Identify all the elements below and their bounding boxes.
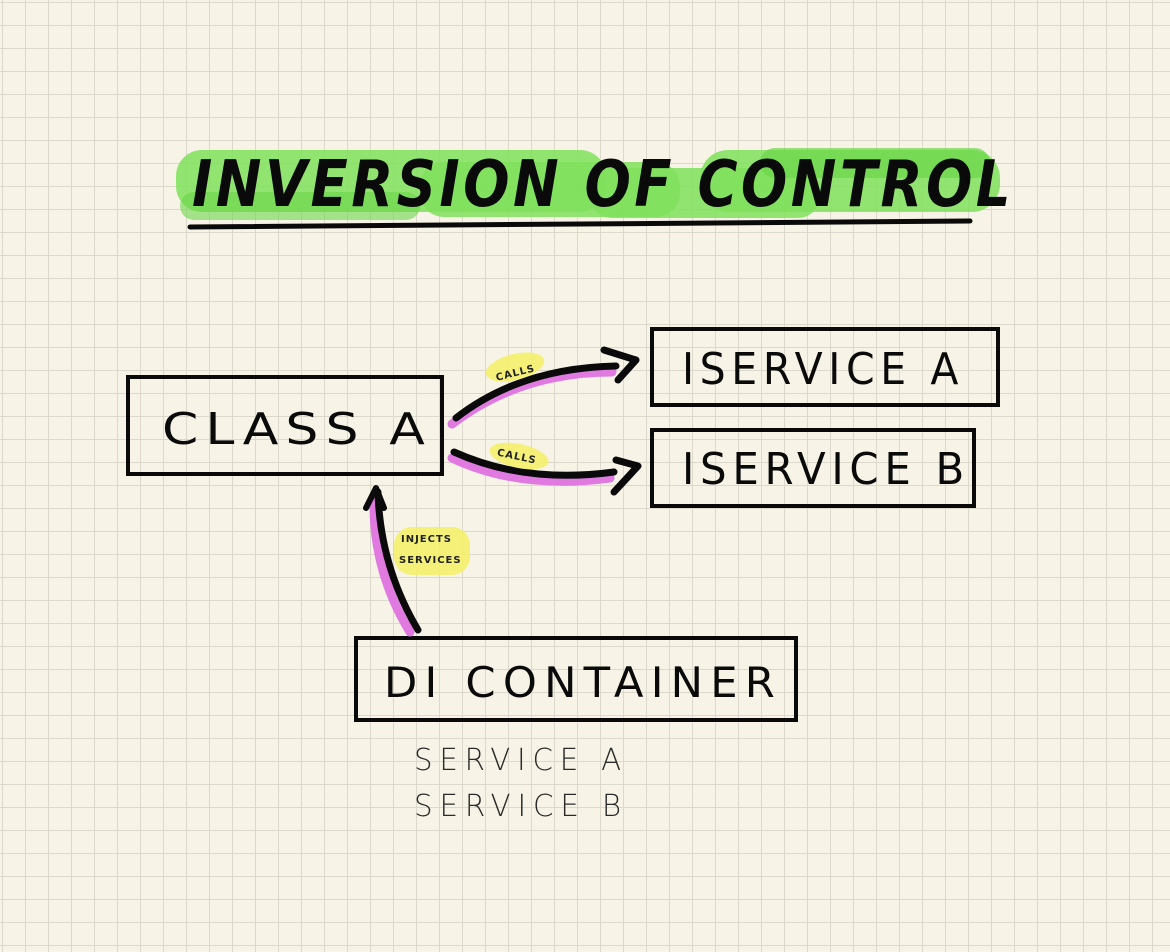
iservice-a-node: ISERVICE A <box>650 327 1000 407</box>
injects-label-group: INJECTS SERVICES <box>394 527 470 575</box>
di-container-box <box>354 636 798 722</box>
iservice-b-label: ISERVICE B <box>682 444 970 495</box>
arrow-calls-b <box>447 448 642 496</box>
iservice-b-box <box>650 428 976 508</box>
arrowhead-b <box>610 456 642 496</box>
container-service-a: SERVICE A <box>414 743 628 778</box>
injects-label-line2: SERVICES <box>399 555 462 566</box>
class-a-label: CLASS A <box>162 404 432 455</box>
iservice-b-node: ISERVICE B <box>650 428 976 508</box>
title-highlight <box>176 148 1000 220</box>
arrowhead-injects <box>363 485 387 511</box>
arrow-injects <box>363 485 422 637</box>
diagram-title: INVERSION OF CONTROL <box>192 148 1014 222</box>
di-container-node: DI CONTAINER <box>354 636 798 722</box>
calls-b-label-group: CALLS <box>489 442 549 470</box>
container-service-b: SERVICE B <box>414 789 628 824</box>
di-container-label: DI CONTAINER <box>384 658 782 707</box>
injects-label-line1: INJECTS <box>401 534 452 545</box>
class-a-node: CLASS A <box>126 375 444 476</box>
iservice-a-box <box>650 327 1000 407</box>
class-a-box <box>126 375 444 476</box>
arrowhead-a <box>600 346 640 384</box>
iservice-a-label: ISERVICE A <box>682 344 964 395</box>
arrow-calls-a <box>447 346 640 429</box>
title-underline <box>187 218 973 230</box>
